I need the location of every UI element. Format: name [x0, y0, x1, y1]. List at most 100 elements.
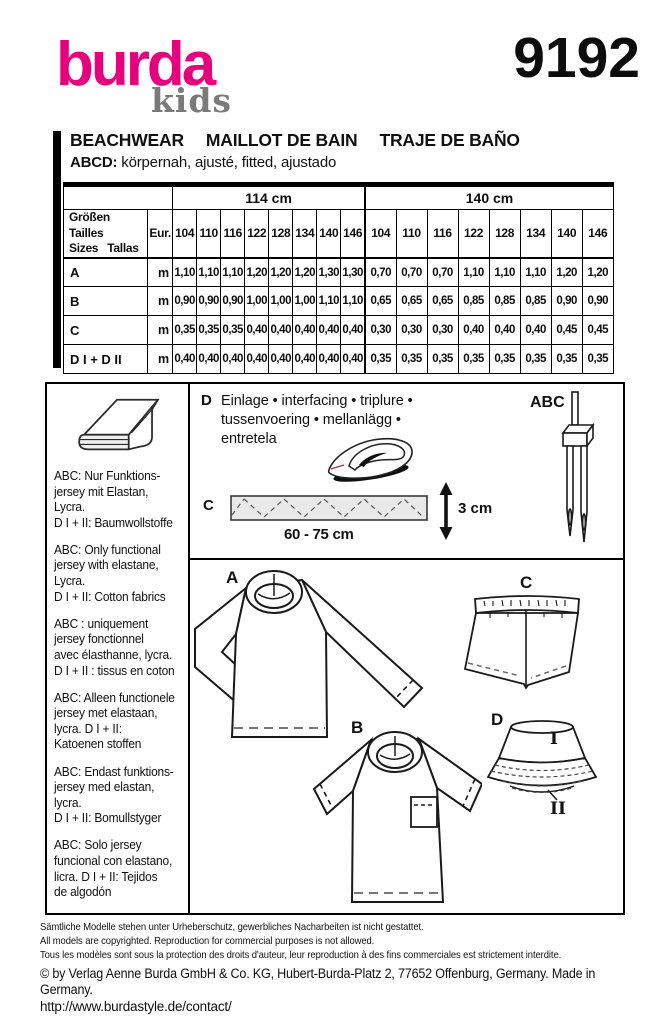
yardage-cell: 0,35 — [519, 344, 552, 375]
yardage-cell: 0,35 — [395, 344, 428, 375]
size-col-header: 128 — [268, 208, 294, 259]
yardage-cell: 1,20 — [550, 257, 583, 288]
size-col-header: 116 — [426, 208, 459, 259]
yardage-cell: 1,00 — [292, 286, 318, 317]
size-col-header: 104 — [363, 208, 397, 259]
yardage-cell: 0,40 — [196, 344, 222, 375]
yardage-cell: 0,30 — [363, 315, 397, 346]
size-col-header: 122 — [244, 208, 270, 259]
yardage-cell: 0,45 — [550, 315, 583, 346]
yardage-cell: 1,30 — [316, 257, 342, 288]
legal-footer: Sämtliche Modelle stehen unter Urhebersc… — [40, 921, 650, 1016]
yardage-cell: 0,40 — [292, 315, 318, 346]
yardage-cell: 0,40 — [457, 315, 490, 346]
yardage-cell: 0,40 — [172, 344, 198, 375]
height-arrow-icon — [437, 482, 455, 540]
fabric-note: ABC: Solo jersey funcional con elastano,… — [54, 837, 173, 900]
view-b-label: B — [351, 718, 364, 737]
empty-corner-cell — [62, 184, 174, 210]
eur-header: Eur. — [147, 208, 174, 259]
yardage-cell: 1,10 — [220, 257, 246, 288]
fabric-bolt-icon — [69, 392, 169, 460]
yardage-cell: 1,10 — [519, 257, 552, 288]
yardage-cell: 0,30 — [395, 315, 428, 346]
fabric-note: ABC : uniquement jersey fonctionnel avec… — [54, 615, 175, 678]
sizes-row-header: Größen Tailles Sizes Tallas — [62, 208, 149, 259]
yardage-cell: 0,90 — [196, 286, 222, 317]
garment-b-illustration — [308, 728, 482, 910]
yardage-cell: 0,40 — [268, 344, 294, 375]
yardage-cell: 0,90 — [220, 286, 246, 317]
size-col-header: 128 — [488, 208, 521, 259]
yardage-cell: 1,10 — [488, 257, 521, 288]
garment-a-illustration — [190, 564, 435, 779]
interfacing-text: Einlage • interfacing • triplure • tusse… — [221, 393, 413, 448]
legal-lines: Sämtliche Modelle stehen unter Urhebersc… — [40, 921, 650, 963]
yardage-cell: 1,00 — [244, 286, 270, 317]
yardage-cell: 1,20 — [268, 257, 294, 288]
yardage-cell: 1,20 — [292, 257, 318, 288]
view-a-label: A — [226, 568, 239, 587]
legal-line: Tous les modèles sont sous la protection… — [40, 948, 562, 961]
size-col-header: 110 — [196, 208, 222, 259]
yardage-cell: 1,00 — [268, 286, 294, 317]
fabric-width-header-row: 114 cm 140 cm — [62, 184, 614, 210]
needle-views-label: ABC — [530, 394, 565, 411]
yardage-cell: 1,30 — [340, 257, 366, 288]
unit-cell: m — [147, 344, 174, 375]
width-group-114: 114 cm — [172, 184, 366, 210]
width-group-140: 140 cm — [363, 184, 614, 210]
title-accent-bar — [53, 131, 61, 368]
yardage-cell: 1,20 — [244, 257, 270, 288]
fabric-note: ABC: Endast funktions- jersey med elasta… — [54, 763, 174, 826]
interfacing-view-label: D — [201, 392, 212, 409]
yardage-cell: 0,35 — [363, 344, 397, 375]
website-url: http://www.burdastyle.de/contact/ — [40, 999, 232, 1015]
yardage-cell: 0,40 — [316, 315, 342, 346]
yardage-cell: 1,10 — [457, 257, 490, 288]
fit-description: ABCD: körpernah, ajusté, fitted, ajustad… — [70, 154, 615, 171]
yardage-cell: 0,35 — [550, 344, 583, 375]
fabric-requirements-table: 114 cm 140 cm Größen Tailles Sizes Talla… — [62, 182, 615, 375]
instructions-box: ABC: Nur Funktions- jersey mit Elastan, … — [45, 382, 625, 915]
fabric-notes-column: ABC: Nur Funktions- jersey mit Elastan, … — [47, 384, 190, 913]
yardage-cell: 0,45 — [581, 315, 615, 346]
yardage-cell: 0,85 — [519, 286, 552, 317]
size-col-header: 140 — [316, 208, 342, 259]
yardage-cell: 0,65 — [395, 286, 428, 317]
view-row-label: B — [62, 286, 149, 317]
fabric-note: ABC: Nur Funktions- jersey mit Elastan, … — [54, 468, 173, 530]
yardage-cell: 0,40 — [316, 344, 342, 375]
yardage-cell: 1,10 — [172, 257, 198, 288]
yardage-cell: 1,10 — [316, 286, 342, 317]
yardage-cell: 0,40 — [244, 344, 270, 375]
size-col-header: 140 — [550, 208, 583, 259]
yardage-cell: 0,70 — [426, 257, 459, 288]
hat-crown-piece-label: I — [550, 729, 558, 749]
brand-sub: kids — [150, 81, 232, 120]
yardage-cell: 0,70 — [363, 257, 397, 288]
yardage-cell: 0,40 — [244, 315, 270, 346]
size-col-header: 104 — [172, 208, 198, 259]
yardage-cell: 0,35 — [581, 344, 615, 375]
pattern-number: 9192 — [513, 26, 640, 90]
view-row-label: D I + D II — [62, 344, 149, 375]
elastic-band-icon — [230, 495, 428, 521]
twin-needle-icon — [560, 390, 596, 550]
legal-line: Sämtliche Modelle stehen unter Urhebersc… — [40, 921, 424, 933]
brand-logo: burda — [56, 30, 216, 99]
size-col-header: 116 — [220, 208, 246, 259]
fabric-note: ABC: Alleen functionele jersey met elast… — [54, 689, 175, 752]
yardage-cell: 0,40 — [220, 344, 246, 375]
legal-line: All models are copyrighted. Reproduction… — [40, 934, 375, 947]
yardage-cell: 0,40 — [519, 315, 552, 346]
yardage-cell: 0,35 — [172, 315, 198, 346]
yardage-cell: 0,90 — [550, 286, 583, 317]
